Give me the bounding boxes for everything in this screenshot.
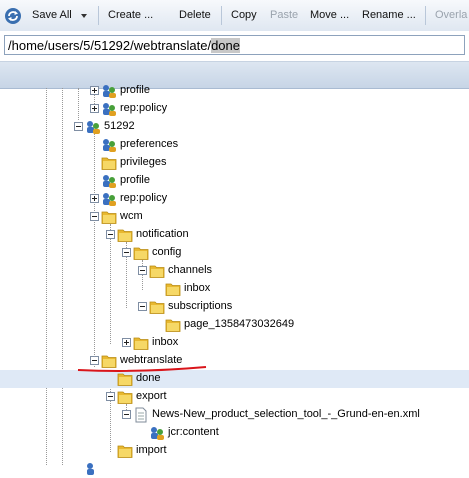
tree-node-webtranslate[interactable]: webtranslate: [0, 352, 469, 370]
delete-button[interactable]: Delete: [179, 9, 211, 21]
tree-node-page[interactable]: page_1358473032649: [0, 316, 469, 334]
tree-node-label: News-New_product_selection_tool_-_Grund-…: [152, 408, 420, 420]
tree-node-xml-file[interactable]: News-New_product_selection_tool_-_Grund-…: [0, 406, 469, 424]
expand-icon[interactable]: [90, 194, 99, 203]
paste-button[interactable]: Paste: [270, 9, 299, 21]
toolbar: Save All Create ... Delete Copy Paste Mo…: [0, 0, 469, 32]
tree-node-label: preferences: [120, 138, 179, 150]
collapse-icon[interactable]: [90, 212, 99, 221]
folder-icon: [117, 373, 133, 386]
expand-icon[interactable]: [90, 86, 99, 95]
path-prefix: /home/users/5/51292/webtranslate/: [8, 38, 212, 53]
tree-node-label: notification: [136, 228, 189, 240]
tree-node-profile[interactable]: profile: [0, 82, 469, 100]
save-all-dropdown-icon[interactable]: [81, 14, 87, 18]
tree-node-label: page_1358473032649: [184, 318, 295, 330]
collapse-icon[interactable]: [90, 356, 99, 365]
tree-node-done[interactable]: done: [0, 370, 469, 388]
folder-icon: [101, 211, 117, 224]
tree-node-label: subscriptions: [168, 300, 233, 312]
tree-node-rep-policy[interactable]: rep:policy: [0, 190, 469, 208]
user-node-icon: [103, 175, 116, 188]
create-button[interactable]: Create ...: [108, 9, 154, 21]
user-node-icon: [103, 139, 116, 152]
tree-node-label: inbox: [152, 336, 179, 348]
folder-icon: [117, 391, 133, 404]
tree-node-config[interactable]: config: [0, 244, 469, 262]
collapse-icon[interactable]: [122, 410, 131, 419]
folder-icon: [149, 265, 165, 278]
user-node-icon: [103, 103, 116, 116]
tree-node-profile[interactable]: profile: [0, 172, 469, 190]
user-node-icon: [151, 427, 164, 440]
expand-icon[interactable]: [122, 338, 131, 347]
rename-button[interactable]: Rename ...: [362, 9, 416, 21]
tree-node-privileges[interactable]: privileges: [0, 154, 469, 172]
tree-node-label: rep:policy: [120, 192, 168, 204]
tree-header: [0, 62, 469, 89]
tree-node-rep-policy[interactable]: rep:policy: [0, 100, 469, 118]
tree-node-label: channels: [168, 264, 213, 276]
folder-icon: [117, 229, 133, 242]
tree-node-51292[interactable]: 51292: [0, 118, 469, 136]
tree-node-import[interactable]: import: [0, 442, 469, 460]
toolbar-separator: [425, 6, 426, 25]
user-node-icon: [103, 85, 116, 98]
move-button[interactable]: Move ...: [310, 9, 350, 21]
user-node-icon: [87, 121, 100, 134]
collapse-icon[interactable]: [138, 266, 147, 275]
path-bar: /home/users/5/51292/webtranslate/done: [0, 31, 469, 62]
tree-node-jcr-content[interactable]: jcr:content: [0, 424, 469, 442]
toolbar-separator: [98, 6, 99, 25]
tree-node-label: config: [152, 246, 182, 258]
collapse-icon[interactable]: [106, 230, 115, 239]
path-selected-segment: done: [211, 38, 240, 53]
collapse-icon[interactable]: [74, 122, 83, 131]
folder-icon: [101, 355, 117, 368]
file-icon: [135, 407, 147, 423]
overlay-button[interactable]: Overla: [435, 9, 468, 21]
tree-node-inbox[interactable]: inbox: [0, 280, 469, 298]
tree-node-label: inbox: [184, 282, 211, 294]
user-node-icon: [103, 193, 116, 206]
tree-node-partial[interactable]: [0, 460, 469, 478]
folder-icon: [165, 319, 181, 332]
tree-node-label: webtranslate: [120, 354, 183, 366]
folder-icon: [149, 301, 165, 314]
collapse-icon[interactable]: [138, 302, 147, 311]
user-node-icon: [87, 463, 94, 475]
tree-node-label: import: [136, 444, 167, 456]
tree-node-preferences[interactable]: preferences: [0, 136, 469, 154]
tree-node-notification[interactable]: notification: [0, 226, 469, 244]
tree-node-export[interactable]: export: [0, 388, 469, 406]
save-all-button[interactable]: Save All: [32, 9, 72, 21]
tree-node-label: jcr:content: [168, 426, 219, 438]
copy-button[interactable]: Copy: [231, 9, 257, 21]
repository-tree: profile rep:policy 51292 preferences pri…: [0, 84, 469, 475]
path-input[interactable]: /home/users/5/51292/webtranslate/done: [4, 35, 465, 55]
tree-node-label: profile: [120, 84, 150, 96]
tree-node-label: privileges: [120, 156, 167, 168]
tree-node-label: 51292: [104, 120, 135, 132]
tree-node-wcm[interactable]: wcm: [0, 208, 469, 226]
tree-node-label: done: [136, 372, 161, 384]
collapse-icon[interactable]: [106, 392, 115, 401]
tree-node-label: export: [136, 390, 167, 402]
folder-icon: [133, 247, 149, 260]
folder-icon: [117, 445, 133, 458]
tree-node-inbox[interactable]: inbox: [0, 334, 469, 352]
tree-node-label: rep:policy: [120, 102, 168, 114]
toolbar-separator: [221, 6, 222, 25]
folder-icon: [133, 337, 149, 350]
collapse-icon[interactable]: [122, 248, 131, 257]
expand-icon[interactable]: [90, 104, 99, 113]
refresh-icon[interactable]: [4, 7, 22, 25]
folder-icon: [165, 283, 181, 296]
tree-node-label: profile: [120, 174, 150, 186]
tree-node-label: wcm: [120, 210, 143, 222]
tree-node-channels[interactable]: channels: [0, 262, 469, 280]
tree-node-subscriptions[interactable]: subscriptions: [0, 298, 469, 316]
folder-icon: [101, 157, 117, 170]
